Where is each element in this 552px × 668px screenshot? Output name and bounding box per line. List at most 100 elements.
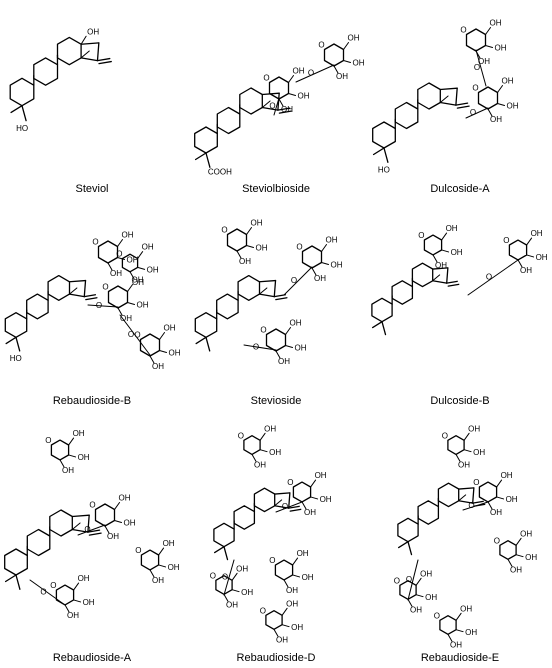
atom-label: OH (120, 314, 132, 323)
sugar-ring (477, 86, 499, 110)
bond (205, 336, 211, 352)
bond (458, 487, 475, 490)
atom-label: OH (264, 424, 276, 433)
atom-label: OH (62, 466, 74, 475)
atom-label: O (470, 108, 476, 117)
atom-label: OH (269, 448, 281, 457)
bond (64, 604, 70, 613)
bond (472, 487, 475, 504)
bond (119, 314, 151, 356)
bond (407, 541, 413, 556)
bond (439, 95, 449, 103)
atom-label: O (40, 588, 46, 597)
atom-label: OH (152, 362, 164, 371)
atom-label: OH (507, 102, 519, 111)
bond (281, 607, 288, 616)
bond (275, 297, 288, 301)
atom-label: O (282, 502, 288, 511)
compound-label: Rebaudioside-D (236, 652, 316, 664)
bond (59, 459, 65, 468)
bond (73, 599, 82, 603)
bond (407, 598, 413, 607)
atom-label: OH (67, 611, 79, 620)
sugar-ring (301, 245, 323, 269)
ring (437, 482, 460, 508)
bond (68, 287, 78, 295)
bond (68, 279, 87, 283)
atom-label: O (308, 69, 314, 78)
sugar-ring (465, 28, 487, 52)
atom-label: O (473, 478, 479, 487)
bond (251, 453, 257, 462)
atom-label: HO (10, 354, 22, 363)
bond (372, 147, 385, 156)
atom-label: O (269, 556, 275, 565)
atom-label: OH (286, 599, 298, 608)
bond (85, 297, 98, 301)
atom-label: OH (502, 77, 514, 86)
atom-label: OH (298, 92, 310, 101)
atom-label: O (434, 611, 440, 620)
bond (507, 558, 513, 567)
atom-label: O (102, 283, 108, 292)
atom-label: O (45, 436, 51, 445)
bond (277, 92, 280, 111)
bond (475, 49, 487, 87)
sugar-ring (274, 559, 294, 581)
atom-label: OH (254, 460, 266, 469)
atom-label: O (253, 343, 259, 352)
atom-label: OH (168, 563, 180, 572)
atom-label: OH (256, 244, 268, 253)
atom-label: O (394, 576, 400, 585)
bond (275, 501, 303, 513)
atom-label: OH (276, 635, 288, 644)
bond (497, 85, 504, 93)
bond (281, 624, 290, 628)
bond (485, 27, 492, 35)
bond (5, 336, 17, 345)
bond (129, 271, 135, 280)
bond (87, 514, 90, 533)
atom-label: OH (163, 539, 175, 548)
bond (432, 274, 441, 282)
atom-label: OH (465, 628, 477, 637)
atom-label: OH (458, 460, 470, 469)
sugar-ring (97, 240, 119, 264)
atom-label: OH (281, 105, 293, 114)
sugar-ring (265, 610, 283, 630)
atom-label: OH (425, 593, 437, 602)
atom-label: O (84, 525, 90, 534)
bond (117, 239, 124, 247)
bond (83, 294, 97, 298)
bond (458, 500, 474, 504)
atom-label: OH (353, 59, 365, 68)
bond (275, 350, 281, 359)
atom-label: OH (226, 600, 238, 609)
atom-label: OH (142, 243, 154, 252)
ring (239, 87, 263, 115)
bond (68, 293, 85, 298)
atom-label: OH (315, 471, 327, 480)
bond (496, 496, 505, 500)
bond (4, 574, 17, 583)
atom-label: OH (326, 236, 338, 245)
atom-label: O (92, 238, 98, 247)
atom-label: OH (520, 529, 532, 538)
atom-label: OH (460, 604, 472, 613)
atom-label: OH (304, 508, 316, 517)
bond (397, 541, 409, 549)
bond (292, 557, 299, 566)
bond (87, 529, 101, 533)
bond (259, 449, 268, 453)
atom-label: O (96, 301, 102, 310)
atom-label: O (296, 243, 302, 252)
bond (439, 101, 457, 106)
atom-label: OH (239, 257, 251, 266)
compound-label: Rebaudioside-A (52, 652, 132, 664)
bond (288, 492, 291, 509)
atom-label: O (494, 536, 500, 545)
bond (517, 259, 523, 268)
